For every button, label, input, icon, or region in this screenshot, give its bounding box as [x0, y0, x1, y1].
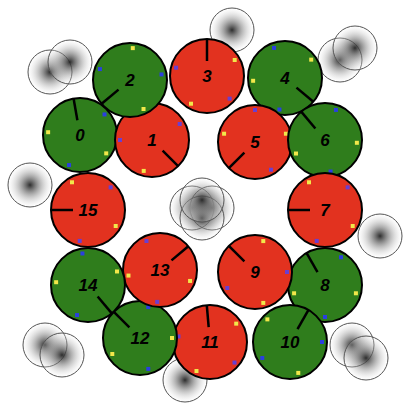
- agent-circle: 15: [50, 172, 126, 248]
- agent-number: 5: [250, 134, 259, 151]
- agent-number: 14: [79, 277, 98, 294]
- agent-number: 8: [320, 277, 329, 294]
- agent-number: 6: [320, 132, 329, 149]
- agent-circle: 6: [287, 102, 363, 178]
- agent-circle: 9: [217, 234, 293, 310]
- agent-circle: 7: [287, 172, 363, 248]
- agent-number: 9: [250, 264, 259, 281]
- agent-circle: 14: [50, 247, 126, 323]
- agent-circle: 5: [217, 104, 293, 180]
- agent-circle: 2: [92, 42, 168, 118]
- agent-number: 15: [79, 202, 98, 219]
- agent-circle: 10: [252, 304, 328, 380]
- agent-number: 1: [147, 132, 156, 149]
- agent-circle: 13: [122, 232, 198, 308]
- grey-disc: [8, 8, 402, 402]
- agent-number: 7: [320, 202, 329, 219]
- agent-circle: 3: [169, 38, 245, 114]
- agent-number: 3: [202, 68, 211, 85]
- agent-number: 12: [131, 330, 150, 347]
- agent-number: 4: [280, 70, 289, 87]
- agent-circle: 11: [172, 304, 248, 380]
- agent-number: 0: [75, 127, 84, 144]
- agent-number: 10: [281, 334, 300, 351]
- agent-number: 11: [201, 334, 219, 351]
- agent-number: 13: [151, 262, 170, 279]
- agent-number: 2: [125, 72, 134, 89]
